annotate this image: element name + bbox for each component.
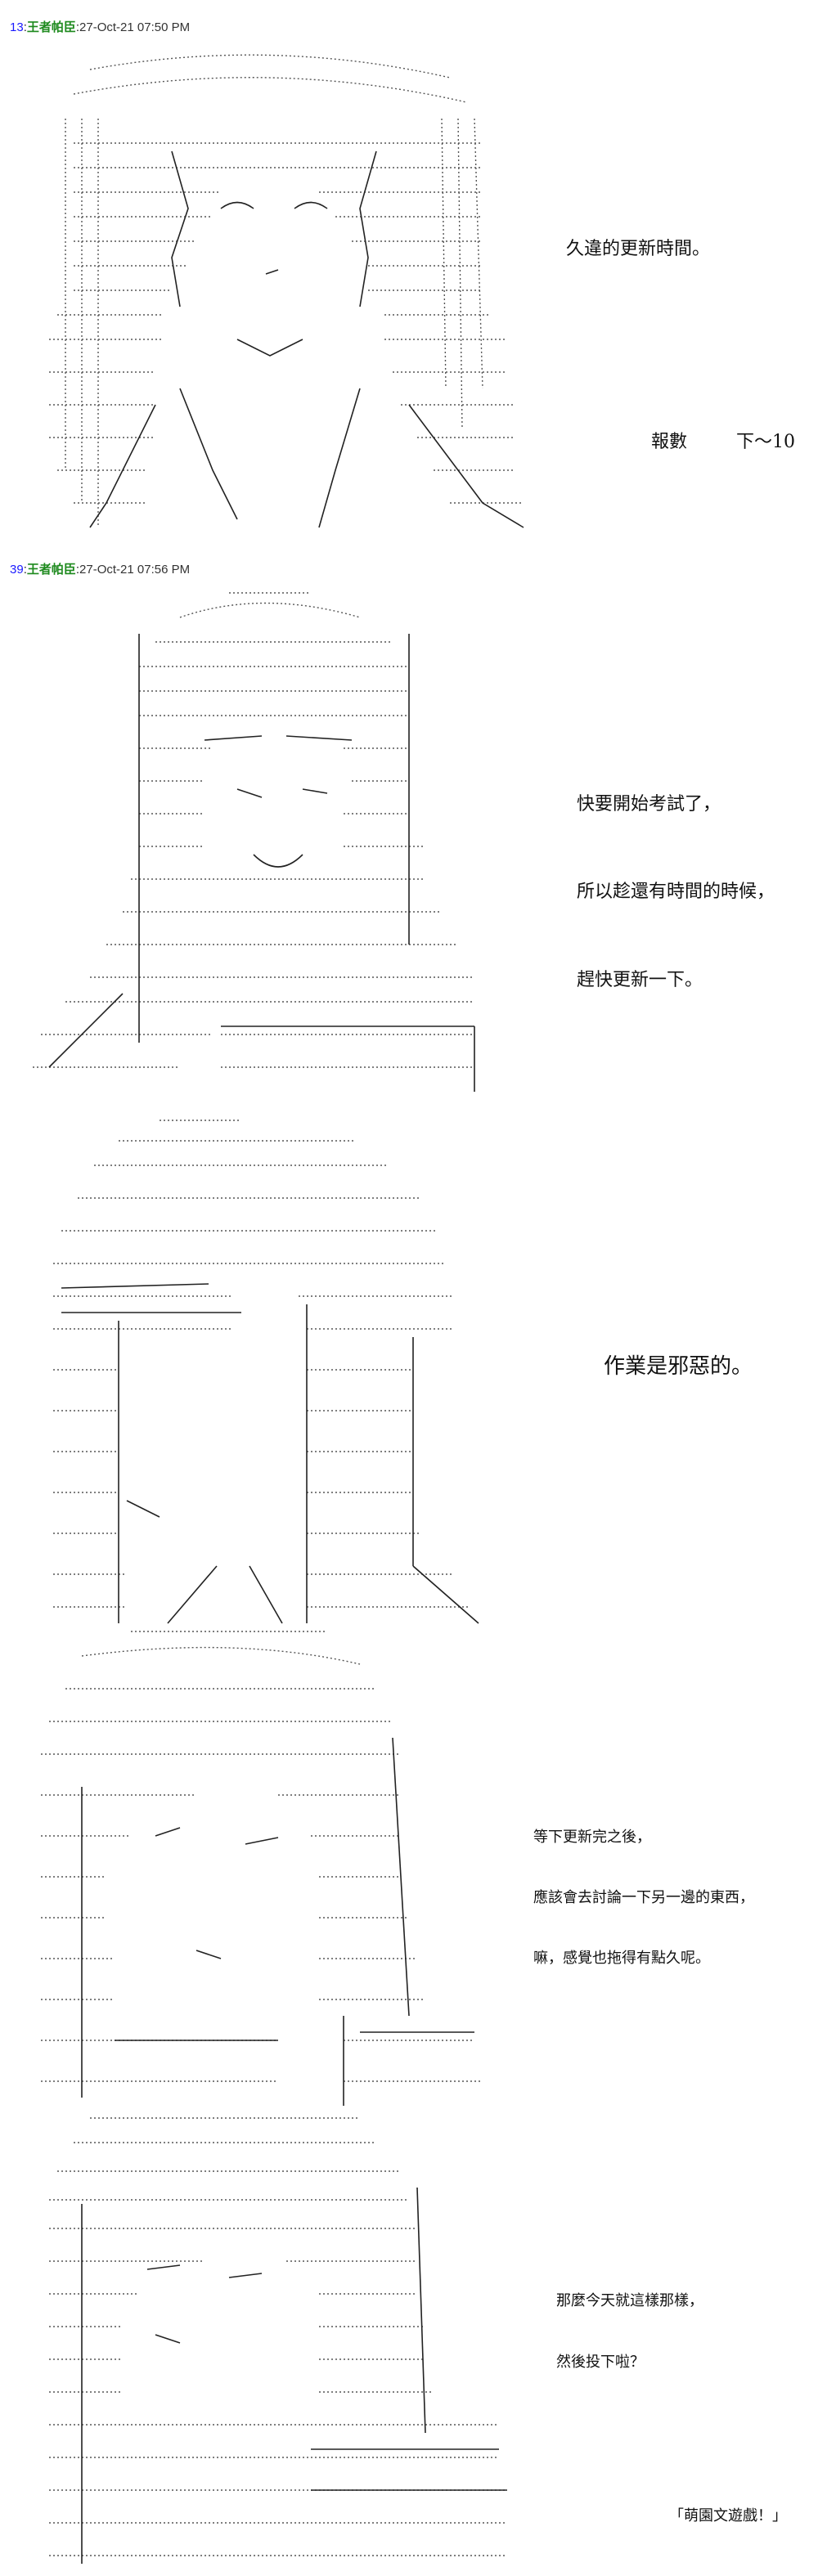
post-author: 王者帕臣 xyxy=(26,563,76,577)
post-header: 13:王者帕臣:27-Oct-21 07:50 PM xyxy=(10,20,191,34)
panel5-caption-1: 那麼今天就這樣那樣， xyxy=(556,2292,703,2309)
panel5-caption-3: 「萌園文遊戲！」 xyxy=(669,2507,787,2524)
panel5-caption-2: 然後投下啦？ xyxy=(556,2354,645,2371)
panel3-caption-1: 作業是邪惡的。 xyxy=(604,1354,753,1379)
ascii-art-girl-3 xyxy=(45,1108,487,1631)
post-number[interactable]: 39 xyxy=(10,563,24,577)
post-header: 39:王者帕臣:27-Oct-21 07:56 PM xyxy=(10,563,191,577)
panel2-caption-2: 所以趁還有時間的時候， xyxy=(577,882,775,902)
post-number[interactable]: 13 xyxy=(10,20,24,34)
panel1-caption-1: 久違的更新時間。 xyxy=(566,239,711,259)
post-date: 27-Oct-21 07:56 PM xyxy=(79,563,191,577)
report-value: 下～10 xyxy=(736,432,795,452)
panel2-caption-3: 趕快更新一下。 xyxy=(577,970,703,990)
ascii-art-girl-4 xyxy=(33,1623,491,2122)
post-author: 王者帕臣 xyxy=(26,20,76,34)
panel2-caption-1: 快要開始考試了， xyxy=(577,794,721,815)
ascii-art-girl-2 xyxy=(16,585,507,1092)
report-label: 報數 xyxy=(651,432,688,452)
ascii-art-girl-1 xyxy=(25,45,532,536)
panel4-caption-3: 嘛，感覺也拖得有點久呢。 xyxy=(533,1950,710,1967)
panel4-caption-2: 應該會去討論一下另一邊的東西， xyxy=(533,1889,754,1906)
ascii-art-girl-5 xyxy=(41,2106,515,2568)
panel4-caption-1: 等下更新完之後， xyxy=(533,1829,651,1846)
post-date: 27-Oct-21 07:50 PM xyxy=(79,20,191,34)
